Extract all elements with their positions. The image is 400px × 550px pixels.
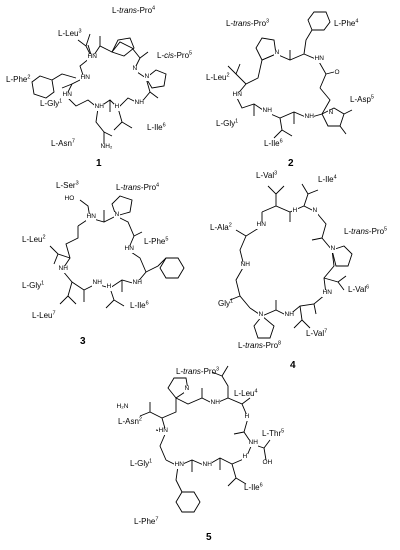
c2-nh-atom: HN (314, 55, 325, 63)
c3-hn2-atom: HN (124, 245, 135, 253)
compound-3-number: 3 (80, 336, 86, 347)
compound-1-number: 1 (96, 158, 102, 169)
c5-asn2-label: L-Asn2 (118, 416, 142, 426)
compound-5-skeleton (139, 365, 271, 513)
c3-ser3-label: L-Ser3 (56, 180, 79, 190)
c2-asp5-label: L-Asp5 (350, 94, 374, 104)
c4-val7-label: L-Val7 (306, 328, 328, 338)
c5-h2n-label: H₂N (116, 403, 129, 411)
c1-gly1-label: L-Gly1 (40, 98, 63, 108)
c3-nh3-atom: NH (58, 265, 69, 273)
c5-pro3-label: L-trans-Pro3 (176, 366, 220, 376)
c5-thr5-label: L-Thr5 (262, 428, 285, 438)
c2-nh2-atom: NH (304, 113, 315, 121)
c4-h-atom: H (292, 207, 298, 215)
c5-n-atom: N (184, 385, 190, 393)
c1-nh2-label: NH₂ (100, 143, 113, 151)
c5-h2-atom: H (242, 453, 248, 461)
c1-pro5-label: L-cis-Pro5 (157, 50, 193, 60)
c1-phe2-label: L-Phe2 (6, 74, 31, 84)
c3-leu7-label: L-Leu7 (32, 310, 56, 320)
compound-1-skeleton (31, 33, 167, 144)
c3-hn-atom: HN (86, 213, 97, 221)
c1-nh2-atom: NH (134, 99, 145, 107)
compound-4-number: 4 (290, 360, 296, 371)
c4-n-atom: N (330, 245, 336, 253)
compound-4-skeleton (229, 183, 353, 339)
c4-val6-label: L-Val6 (348, 284, 370, 294)
c1-n2-atom: N (144, 73, 150, 81)
c2-phe4-label: L-Phe4 (334, 18, 359, 28)
c5-h-atom: H (244, 413, 250, 421)
c4-hn2-atom: HN (322, 289, 333, 297)
c2-hn-atom: NH (262, 107, 273, 115)
c1-nh-atom: HN (87, 53, 98, 61)
c5-hn-atom: HN (158, 427, 169, 435)
c1-asn7-label: L-Asn7 (51, 138, 75, 148)
c4-pro5-label: L-trans-Pro5 (344, 226, 388, 236)
compound-5-number: 5 (206, 532, 212, 543)
c3-h-atom: H (106, 283, 112, 291)
c5-nh3-atom: NH (202, 461, 213, 469)
c2-n-atom: N (274, 49, 280, 57)
c4-pro8-label: L-trans-Pro8 (238, 340, 282, 350)
c3-gly1-label: L-Gly1 (22, 280, 45, 290)
c4-ile4-label: L-Ile4 (318, 174, 337, 184)
c5-ile6-label: L-Ile6 (244, 482, 263, 492)
c3-pro4-label: L-trans-Pro4 (116, 182, 160, 192)
c2-n2-atom: N (328, 109, 334, 117)
c3-nh-atom: NH (132, 279, 143, 287)
compound-2-number: 2 (288, 158, 294, 169)
c1-h-atom: H (114, 103, 120, 111)
c5-gly1-label: L-Gly1 (130, 458, 153, 468)
c4-gly1-label: Gly1 (218, 298, 234, 308)
c3-ho-label: HO (64, 195, 75, 203)
c4-nh-atom: N (312, 207, 318, 215)
c3-phe5-label: L-Phe5 (144, 236, 169, 246)
compound-2-skeleton (227, 11, 353, 139)
c2-hn2-atom: HN (232, 91, 243, 99)
c1-leu3-label: L-Leu3 (58, 28, 82, 38)
c3-leu2-label: L-Leu2 (22, 234, 46, 244)
c4-hn-atom: HN (256, 221, 267, 229)
c3-nh2-atom: NH (92, 279, 103, 287)
c3-ile6-label: L-Ile6 (130, 300, 149, 310)
c1-hn-atom: HN (80, 74, 91, 82)
c1-nh3-atom: NH (94, 103, 105, 111)
c4-val3-label: L-Val3 (256, 170, 278, 180)
c4-ala2-label: L-Ala2 (210, 222, 232, 232)
c5-oh-label: OH (262, 459, 273, 467)
c4-nh2-atom: NH (284, 311, 295, 319)
c1-ile6-label: L-Ile6 (147, 122, 166, 132)
c5-phe7-label: L-Phe7 (134, 516, 159, 526)
c5-nh2-atom: NH (248, 439, 259, 447)
c1-pro4-label: L-trans-Pro4 (112, 5, 156, 15)
c4-n2-atom: N (258, 311, 264, 319)
c5-leu4-label: L-Leu4 (234, 388, 258, 398)
compound-3-skeleton (49, 195, 185, 309)
c5-nh4-atom: HN (174, 461, 185, 469)
c2-leu2-label: L-Leu2 (206, 72, 230, 82)
c2-pro3-label: L-trans-Pro3 (226, 18, 270, 28)
c2-gly1-label: L-Gly1 (216, 118, 239, 128)
c5-nh-atom: NH (210, 399, 221, 407)
c1-nh4-atom: HN (62, 91, 73, 99)
c3-n-atom: N (114, 211, 120, 219)
c1-n-atom: N (132, 65, 138, 73)
c2-ile6-label: L-Ile6 (264, 138, 283, 148)
c4-nh3-atom: NH (240, 261, 251, 269)
c2-o-atom: O (334, 69, 341, 77)
